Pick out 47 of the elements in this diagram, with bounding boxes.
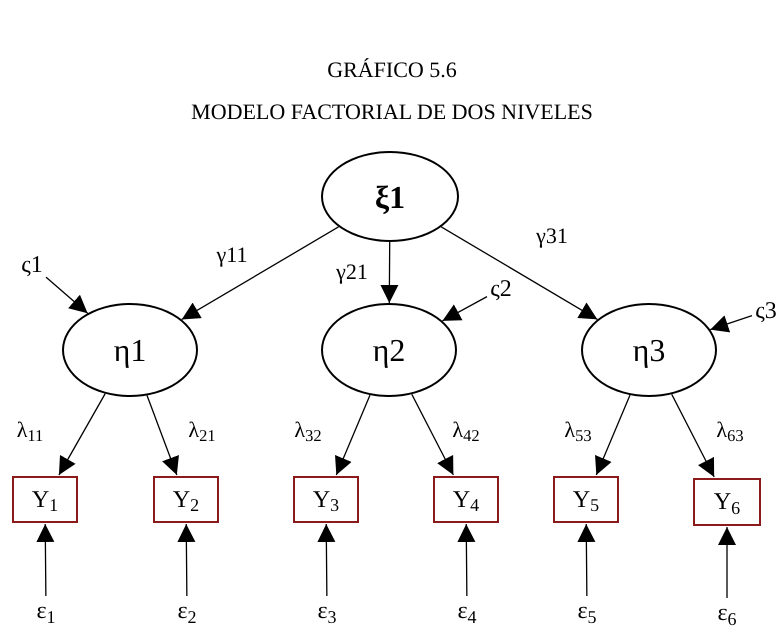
ellipse-node: η1 [62,303,198,397]
error-term: ς1 [18,252,46,278]
ellipse-node: η3 [581,303,717,397]
edge-label: λ$_{11}$ [14,419,46,441]
arrow [46,276,88,314]
variable-box: Y$_{6}$ [693,478,761,526]
arrow [380,242,398,303]
figure-caption: MODELO FACTORIAL DE DOS NIVELES [190,98,594,126]
arrow [577,524,596,596]
ellipse-node: ξ1 [321,151,459,242]
arrow [181,226,339,320]
arrow [177,524,196,596]
edge-label: λ$_{53}$ [562,419,594,441]
arrow [718,527,736,598]
edge-label: λ$_{32}$ [292,419,324,441]
variable-box: Y$_{5}$ [553,476,619,523]
error-term: ε$_{6}$ [711,598,743,628]
edge-label: γ31 [534,225,570,247]
edge-label: γ21 [334,261,370,283]
error-term: ς3 [752,298,780,324]
error-term: ς2 [487,276,515,302]
error-term: ε$_{5}$ [571,596,603,626]
arrow [411,394,454,476]
arrow [457,524,476,596]
variable-box: Y$_{1}$ [12,476,78,523]
edge-label: λ$_{63}$ [714,419,746,441]
arrow [442,296,488,322]
arrow [335,394,371,476]
variable-box: Y$_{3}$ [293,476,359,523]
ellipse-node: η2 [321,303,457,397]
arrow [146,395,179,476]
arrow [36,524,54,596]
arrow [317,524,336,596]
edge-label: λ$_{21}$ [186,419,218,441]
edge-label: λ$_{42}$ [450,419,482,441]
variable-box: Y$_{4}$ [433,476,499,523]
arrow [595,394,631,476]
error-term: ε$_{3}$ [311,596,343,626]
error-term: ε$_{1}$ [30,596,62,626]
arrow [58,393,106,476]
error-term: ε$_{2}$ [171,596,203,626]
arrow [671,394,715,478]
error-term: ε$_{4}$ [451,596,483,626]
figure-title: GRÁFICO 5.6 [326,56,458,84]
variable-box: Y$_{2}$ [153,476,219,523]
arrow [440,226,598,320]
arrow [710,315,752,332]
